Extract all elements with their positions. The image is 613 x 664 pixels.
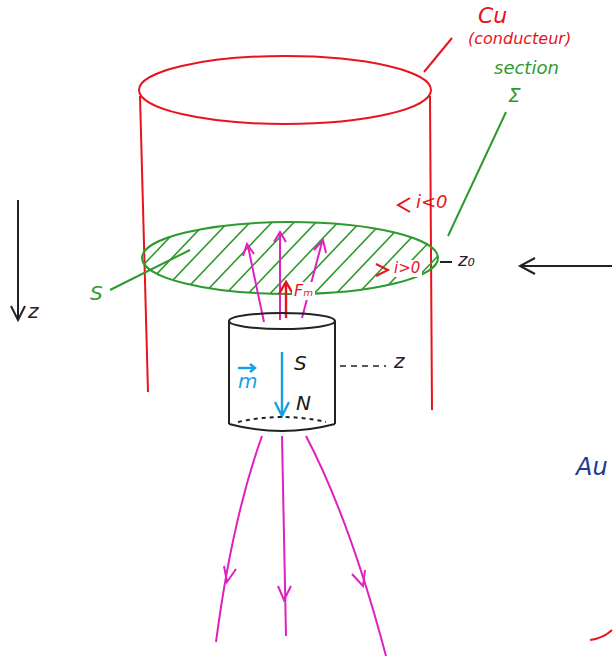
hatch-line: [110, 216, 190, 300]
hatch-line: [352, 216, 432, 300]
section-label: section: [492, 58, 561, 78]
copper-tube: [139, 38, 452, 410]
magnet-side: [228, 321, 230, 424]
pointer-arrow: [520, 258, 612, 274]
pole-label: S: [294, 352, 307, 374]
position-label: z₀: [456, 250, 477, 270]
section-hatching: [110, 216, 542, 300]
hatch-line: [242, 216, 322, 300]
hatch-line: [374, 216, 454, 300]
magnet: SN: [228, 312, 336, 436]
axis-label: z: [26, 300, 41, 322]
section-symbol: Σ: [506, 84, 523, 106]
hatch-line: [396, 216, 476, 300]
z-level: [340, 365, 386, 367]
magnet-bottom-hidden: [238, 417, 326, 422]
current-label: i>0: [392, 260, 422, 277]
area-symbol: S: [88, 282, 105, 304]
magnet-side: [334, 321, 336, 424]
hatch-line: [154, 216, 234, 300]
current-label: i<0: [414, 192, 450, 212]
moment-label: m: [236, 370, 259, 392]
pole-label: N: [296, 392, 311, 414]
force-label: Fₘ: [292, 282, 315, 300]
hatch-line: [176, 216, 256, 300]
material-note: (conducteur): [466, 30, 573, 48]
z0-tick: [440, 261, 452, 263]
hatch-line: [220, 216, 300, 300]
magnet-outline: [228, 312, 336, 436]
hatch-line: [264, 216, 344, 300]
material-label: Cu: [476, 4, 509, 28]
z-axis: [11, 200, 25, 320]
stray-stroke: [590, 630, 612, 640]
magnet-top: [229, 313, 335, 329]
field-lines-top: [243, 232, 326, 322]
field-lines-bottom: [216, 436, 386, 656]
note-text: Au: [574, 454, 610, 480]
section-outline: [110, 112, 506, 294]
hatch-line: [286, 216, 366, 300]
position-label: z: [392, 350, 407, 372]
magnet-bottom: [229, 424, 335, 431]
hatch-line: [418, 216, 498, 300]
